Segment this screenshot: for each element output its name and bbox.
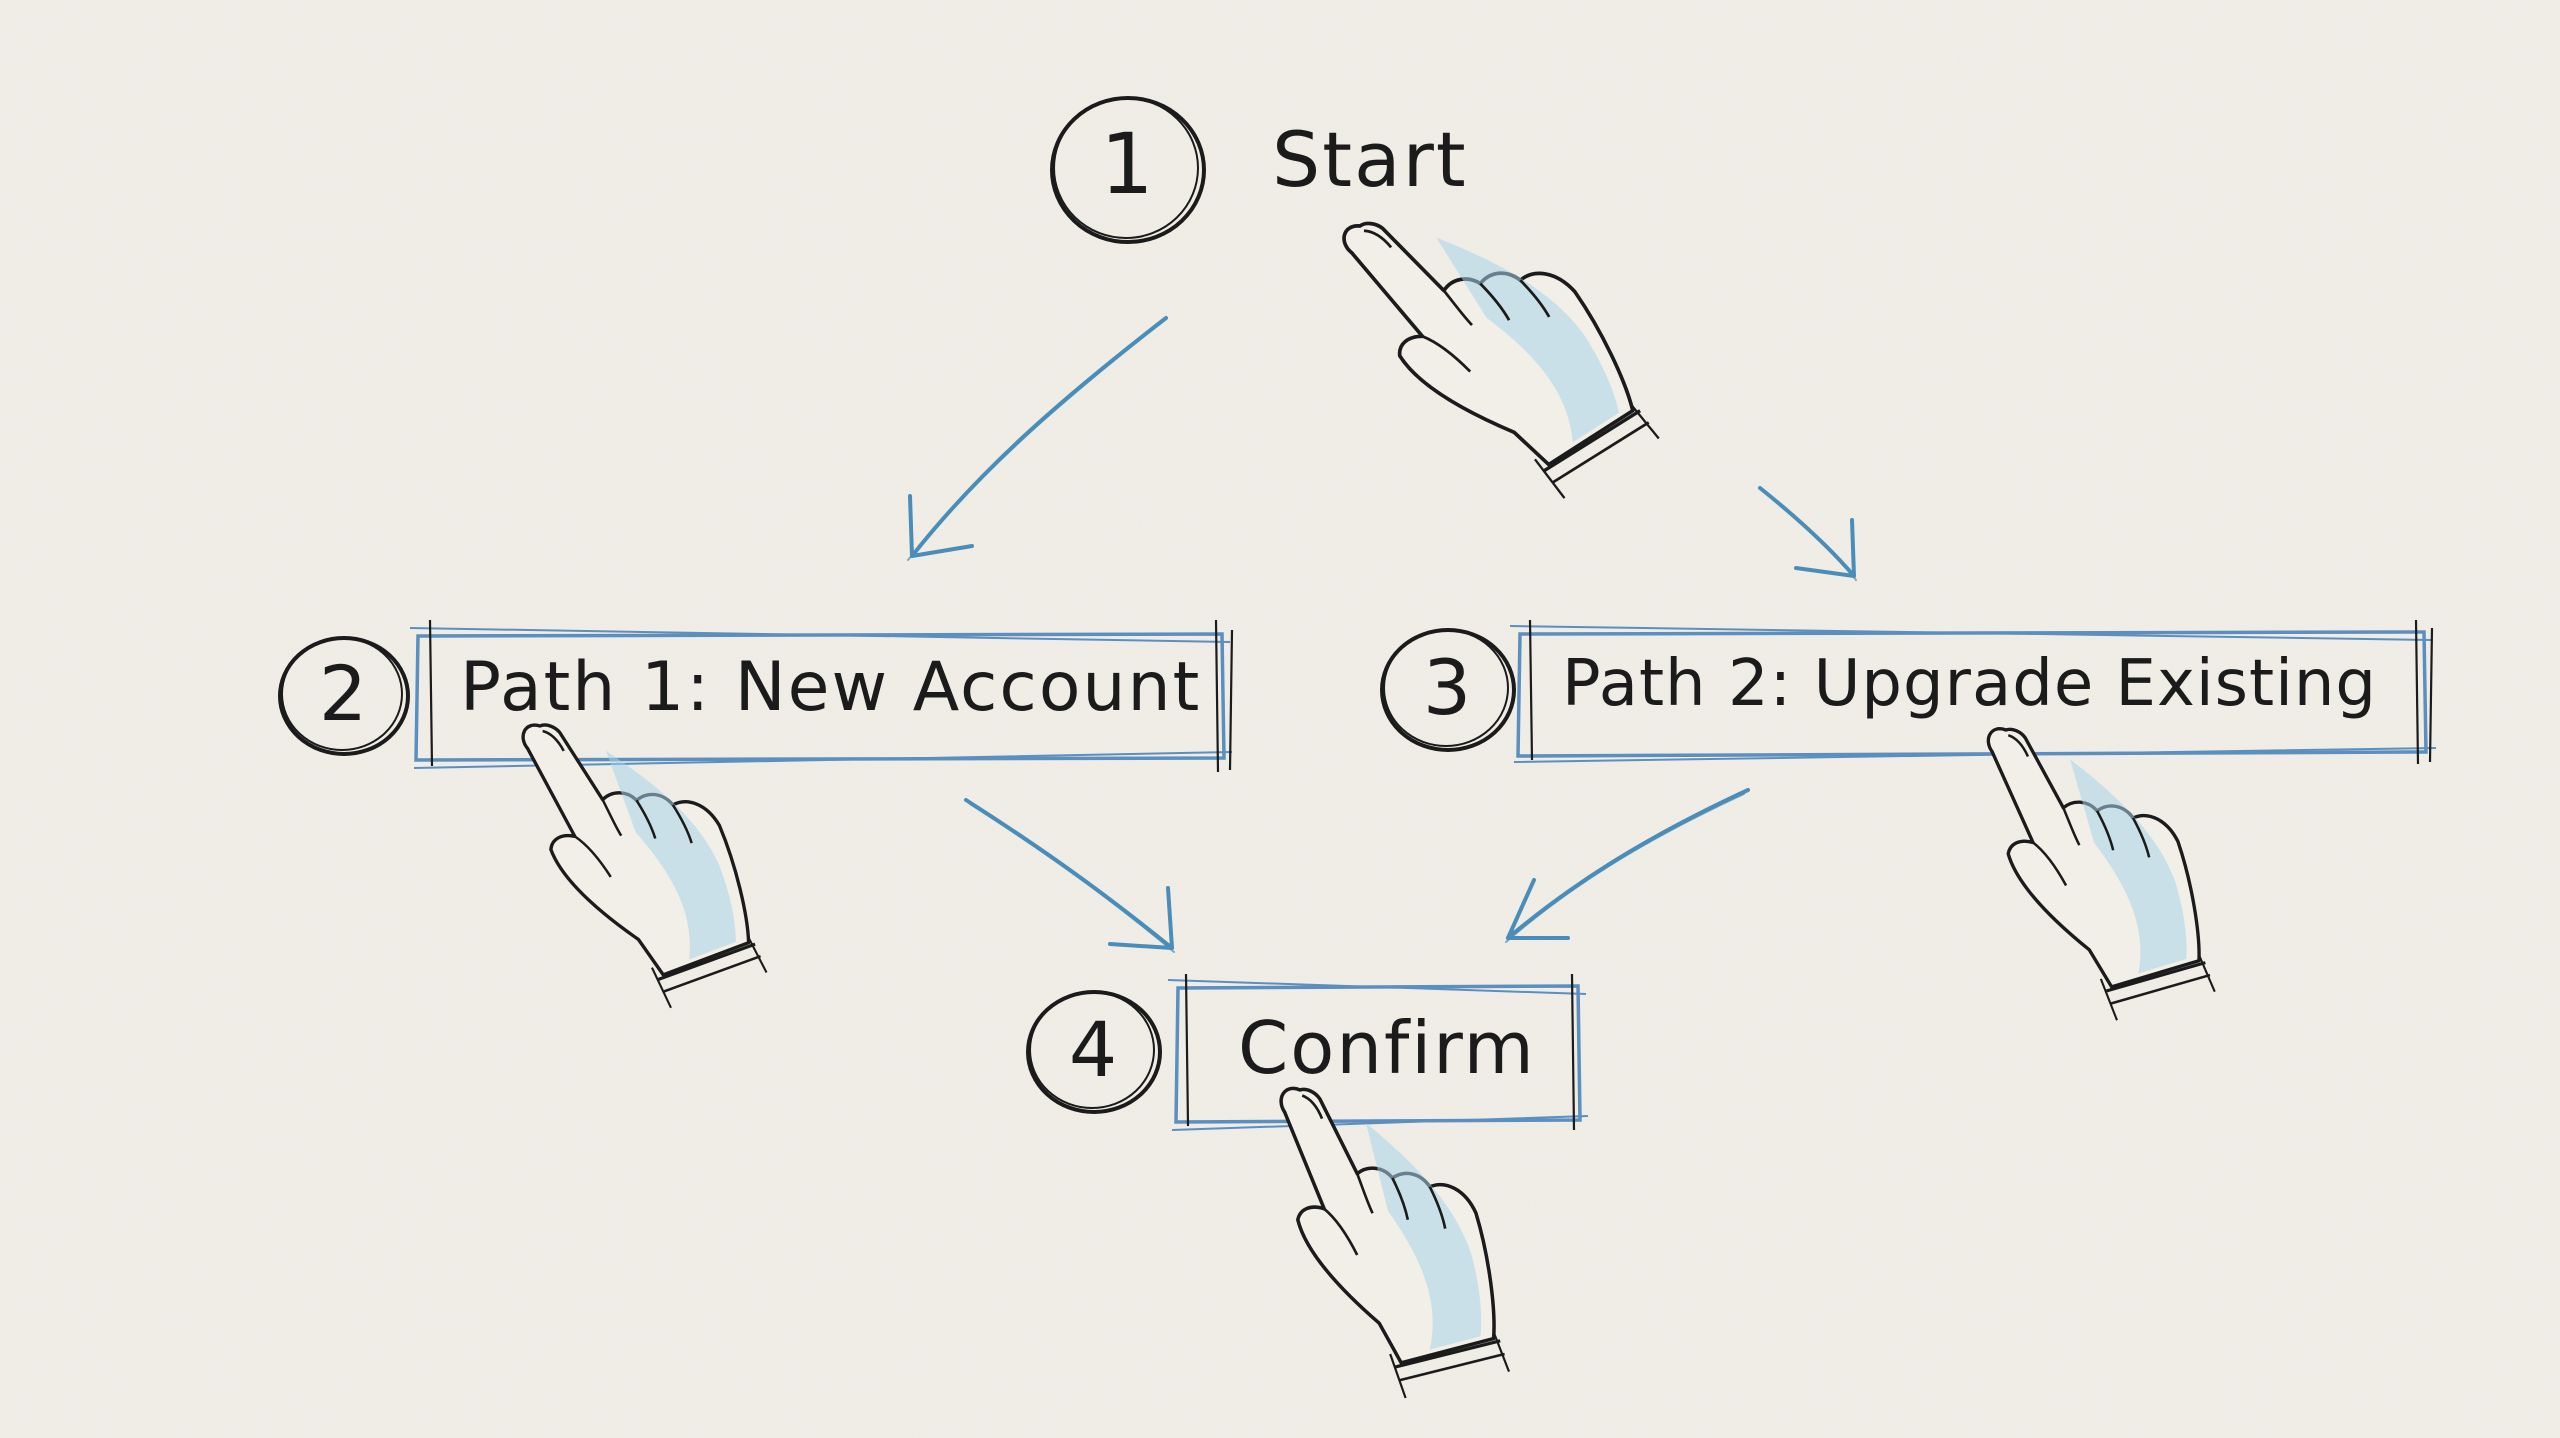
- step-4-number: 4: [1068, 1005, 1120, 1094]
- step-4-label: Confirm: [1238, 1006, 1536, 1090]
- arrow-path-2-to-confirm: [1505, 788, 1750, 943]
- step-1-label: Start: [1272, 115, 1468, 204]
- arrow-start-to-path-1: [907, 316, 1168, 561]
- step-2-number: 2: [318, 649, 370, 738]
- step-3-number: 3: [1422, 643, 1474, 732]
- step-2-label: Path 1: New Account: [460, 648, 1202, 727]
- step-1-number: 1: [1100, 115, 1156, 213]
- step-2-circle: [278, 636, 410, 756]
- step-3-label: Path 2: Upgrade Existing: [1562, 647, 2378, 721]
- arrow-path-1-to-confirm: [964, 798, 1175, 953]
- path-2-box: [1509, 619, 2437, 765]
- step-3-circle: [1380, 628, 1516, 752]
- arrow-start-to-path-2: [1758, 486, 1857, 581]
- step-1-circle: [1050, 96, 1206, 244]
- confirm-box: [1167, 973, 1589, 1131]
- step-4-circle: [1026, 990, 1162, 1114]
